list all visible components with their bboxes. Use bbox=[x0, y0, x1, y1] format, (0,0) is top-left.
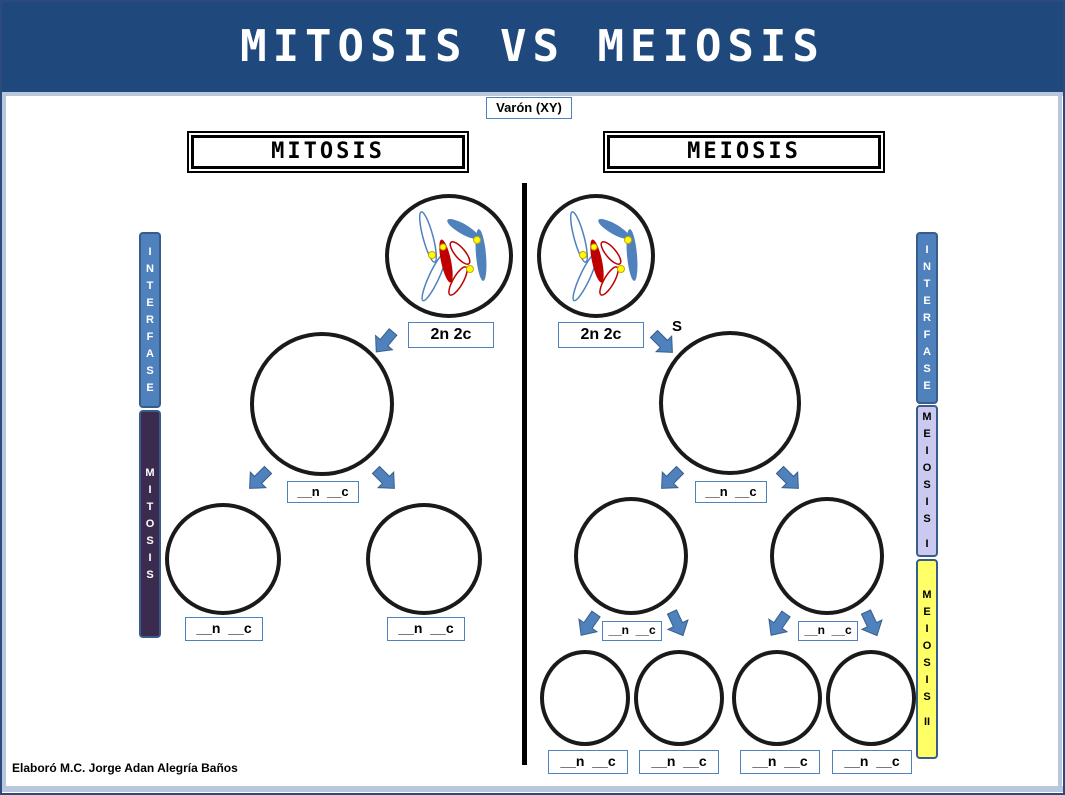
mitosis-start-label: 2n 2c bbox=[408, 322, 494, 348]
mitosis-right-label: __n __c bbox=[387, 617, 465, 641]
meiosis-i-right-label: __n __c bbox=[798, 621, 858, 641]
arrow-meiosis-ii-4 bbox=[856, 607, 887, 640]
meiosis-ii-label-4: __n __c bbox=[832, 750, 912, 774]
author-credit: Elaboró M.C. Jorge Adan Alegría Baños bbox=[12, 761, 238, 775]
mitosis-left-label: __n __c bbox=[185, 617, 263, 641]
meiosis-middle-label: __n __c bbox=[695, 481, 767, 503]
chromosomes-meiosis-parent bbox=[567, 211, 639, 303]
arrow-meiosis-left bbox=[654, 462, 688, 496]
meiosis-start-label: 2n 2c bbox=[558, 322, 644, 348]
mitosis-middle-label: __n __c bbox=[287, 481, 359, 503]
arrow-meiosis-right bbox=[772, 462, 806, 496]
arrow-meiosis-ii-1 bbox=[572, 608, 605, 642]
arrow-meiosis-ii-3 bbox=[762, 608, 795, 642]
meiosis-ii-label-3: __n __c bbox=[740, 750, 820, 774]
arrow-mitosis-to-middle bbox=[368, 325, 402, 359]
meiosis-i-left-label: __n __c bbox=[602, 621, 662, 641]
s-phase-label: S bbox=[672, 318, 682, 335]
arrow-mitosis-right bbox=[368, 462, 402, 496]
arrow-mitosis-left bbox=[242, 462, 276, 496]
meiosis-ii-label-1: __n __c bbox=[548, 750, 628, 774]
arrow-meiosis-ii-2 bbox=[662, 607, 693, 640]
chromosomes-mitosis-parent bbox=[416, 211, 488, 303]
meiosis-ii-label-2: __n __c bbox=[639, 750, 719, 774]
